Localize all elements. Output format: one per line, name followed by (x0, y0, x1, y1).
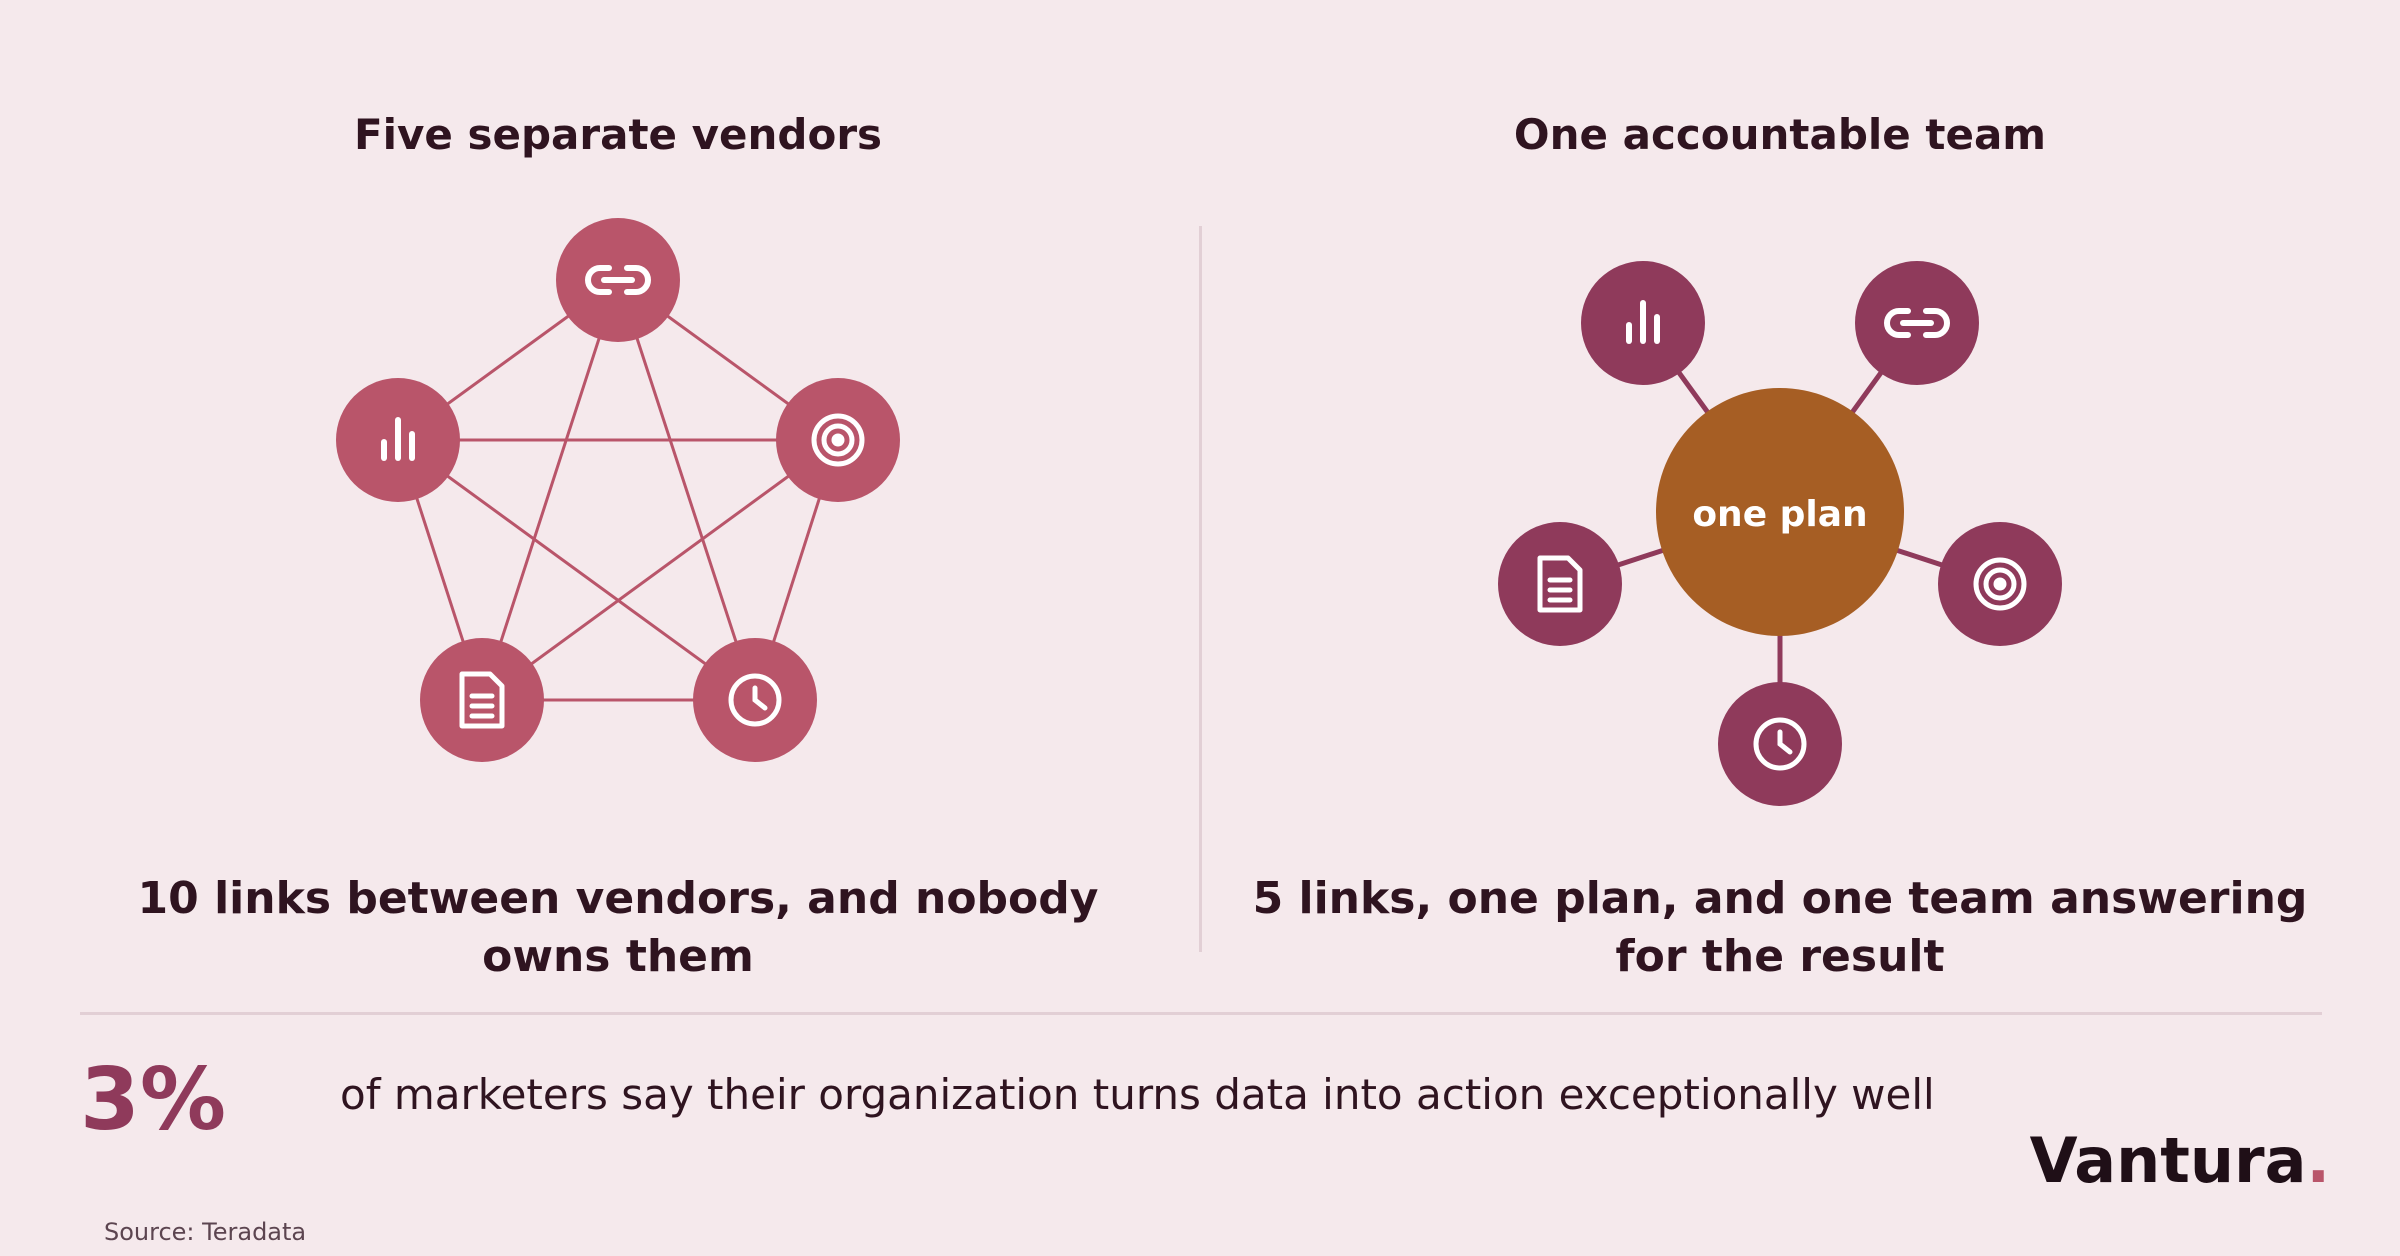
right-nodes (1498, 261, 2062, 806)
vendor-node-target (776, 378, 900, 502)
left-links (396, 278, 840, 702)
vendor-node-clock (693, 638, 817, 762)
left-panel-title: Five separate vendors (353, 110, 883, 159)
left-panel-caption: 10 links between vendors, and nobody own… (137, 873, 1099, 982)
team-node-chart (1581, 261, 1705, 385)
hub-label: one plan (1692, 494, 1867, 535)
link-line (481, 438, 839, 702)
link-line (397, 438, 756, 702)
vendor-node-doc (420, 638, 544, 762)
right-panel-caption: 5 links, one plan, and one team answerin… (1252, 873, 2308, 982)
team-node-clock (1718, 682, 1842, 806)
stat-value: 3% (80, 1050, 227, 1150)
brand-logo: Vantura. (2030, 1124, 2330, 1197)
team-node-doc (1498, 522, 1622, 646)
vendor-node-chart (336, 378, 460, 502)
left-nodes (336, 218, 900, 762)
source-note: Source: Teradata (104, 1218, 307, 1246)
link-line (616, 279, 757, 701)
brand-name: Vantura (2029, 1124, 2307, 1197)
vertical-divider (1199, 226, 1202, 952)
right-panel-title: One accountable team (1513, 110, 2047, 159)
hub-node: one plan (1656, 388, 1904, 636)
stat-text: of marketers say their organization turn… (340, 1070, 1935, 1119)
brand-dot: . (2306, 1124, 2330, 1197)
horizontal-divider (80, 1012, 2322, 1015)
team-node-link (1855, 261, 1979, 385)
link-line (480, 279, 620, 701)
team-node-target (1938, 522, 2062, 646)
vendor-node-link (556, 218, 680, 342)
